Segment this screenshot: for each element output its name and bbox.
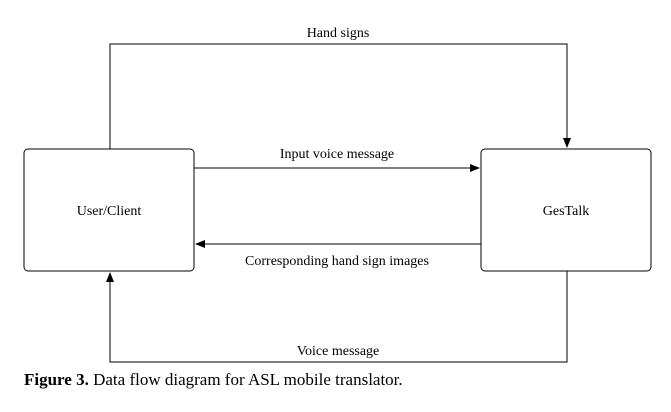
gestalk-box [480, 148, 652, 272]
figure-caption-prefix: Figure 3. [24, 370, 89, 389]
gestalk-label: GesTalk [543, 204, 589, 219]
hand-signs-arrow [109, 43, 571, 149]
voice-message-arrow [106, 271, 568, 363]
input-voice-label: Input voice message [280, 147, 394, 162]
user-client-box [23, 148, 195, 272]
figure-caption-text: Data flow diagram for ASL mobile transla… [88, 370, 403, 389]
user-client-label: User/Client [77, 204, 142, 219]
hand-signs-label: Hand signs [307, 26, 370, 41]
voice-message-label: Voice message [297, 344, 380, 359]
figure-caption: Figure 3. Data flow diagram for ASL mobi… [24, 370, 403, 390]
hand-sign-images-label: Corresponding hand sign images [245, 254, 429, 269]
